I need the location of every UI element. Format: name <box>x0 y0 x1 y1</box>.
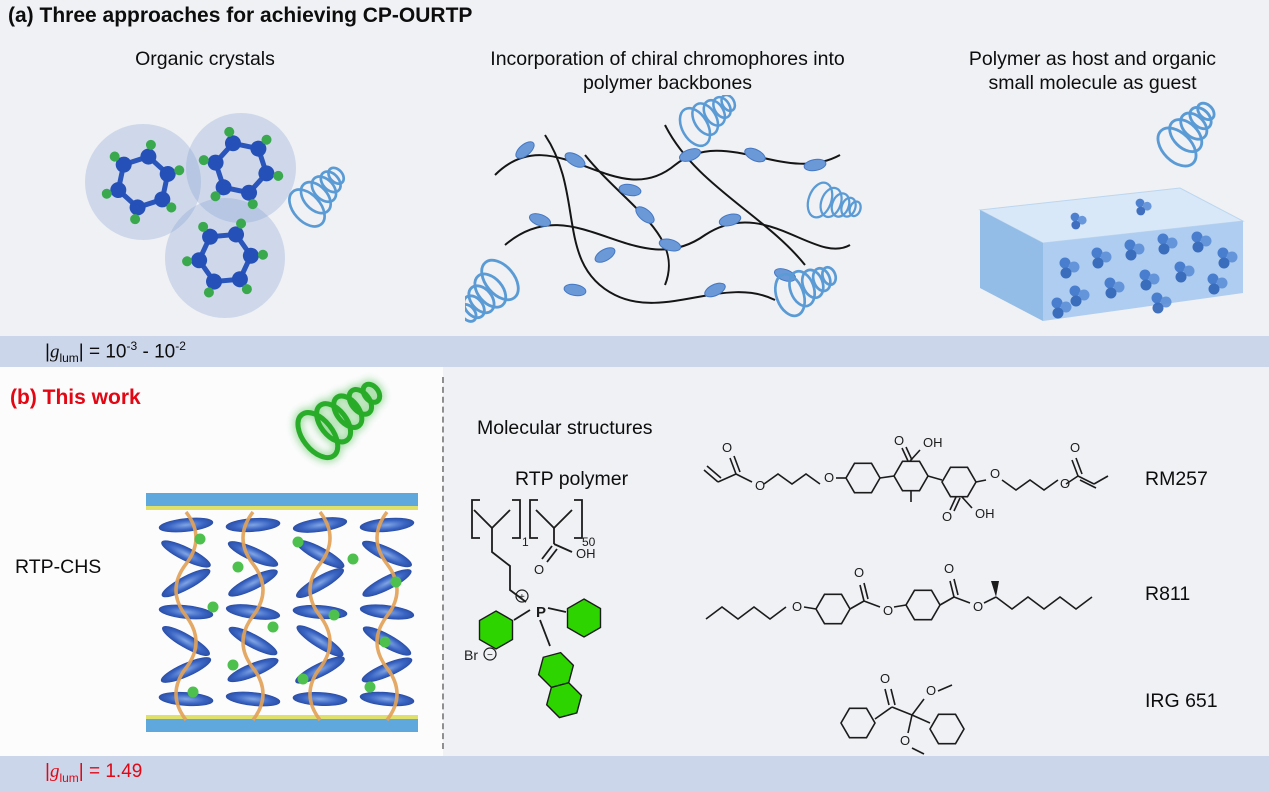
cell-substrates <box>146 493 418 732</box>
panel-a-title: (a) Three approaches for achieving CP-OU… <box>8 4 473 27</box>
OH-label: OH <box>923 436 943 450</box>
structures-heading: Molecular structures <box>477 417 653 439</box>
cholesteric-cell-illustration <box>146 493 418 732</box>
organic-crystals-illustration <box>85 90 355 318</box>
glum-band-b: |glum| = 1.49 <box>0 756 1269 792</box>
panel-b-heading: (b) This work <box>10 386 141 409</box>
molecule-label-irg651: IRG 651 <box>1145 690 1218 712</box>
rtp-dopant-dots <box>187 533 402 698</box>
polymer-chains <box>494 124 851 304</box>
cp-helix-icon <box>1149 95 1232 175</box>
r811-structure: O O O O O <box>705 561 1093 625</box>
O-label: O <box>854 565 864 580</box>
polymer-skeleton <box>471 499 583 647</box>
benzene-ring <box>905 589 941 621</box>
green-emission-illustration <box>293 379 385 463</box>
host-box <box>978 187 1245 321</box>
panel-divider <box>442 377 444 749</box>
phenyl-green-icon <box>478 610 514 650</box>
rm257-structure: O O O O OH O OH O O O <box>703 436 1109 524</box>
benzene-ring <box>845 462 881 494</box>
plus-sign: + <box>519 592 525 603</box>
chiral-methyl-wedge <box>991 581 999 597</box>
caption-organic-crystals: Organic crystals <box>135 48 275 70</box>
plus-charge-icon <box>515 589 529 603</box>
minus-sign: − <box>487 650 493 661</box>
O-label: O <box>883 603 893 618</box>
phosphorus-label: P <box>536 604 546 621</box>
molecule-label-rm257: RM257 <box>1145 468 1208 490</box>
bromide-label: Br <box>464 647 478 663</box>
repeat-unit-1-count: 1 <box>522 535 529 549</box>
O-label: O <box>792 599 802 614</box>
phenyl-green-icon <box>566 598 602 638</box>
polymer-backbone-illustration <box>465 95 865 333</box>
caption-host-guest: Polymer as host and organic small molecu… <box>968 48 1217 94</box>
O-label: O <box>880 671 890 686</box>
crystal-halo <box>165 198 285 318</box>
benzene-ring <box>941 466 977 498</box>
repeat-unit-50-count: 50 <box>582 535 596 549</box>
minus-charge-icon <box>483 647 497 661</box>
irg651-structure: O O O <box>840 671 965 755</box>
O-label: O <box>944 561 954 576</box>
O-label: O <box>894 436 904 448</box>
O-label: O <box>926 683 936 698</box>
benzene-ring <box>840 707 876 739</box>
naphthyl-green-icon <box>533 649 587 721</box>
glum-value-b: |glum| = 1.49 <box>45 761 143 785</box>
sample-label: RTP-CHS <box>15 556 102 578</box>
molecule-label-r811: R811 <box>1145 583 1191 605</box>
O-label: O <box>942 509 952 524</box>
cp-helix-icon <box>672 95 747 153</box>
caption-chiral-chromophores: Incorporation of chiral chromophores int… <box>490 48 845 94</box>
r811-skeleton <box>705 578 1093 620</box>
cp-helix-icon <box>802 178 865 233</box>
rtp-polymer-structure: 1 50 O OH P + Br − <box>464 499 602 721</box>
carbonyl-O-label: O <box>534 562 544 577</box>
green-helix-icon <box>293 379 385 463</box>
O-label: O <box>722 440 732 455</box>
O-label: O <box>824 470 834 485</box>
O-label: O <box>900 733 910 748</box>
OH-label: OH <box>975 506 995 521</box>
host-guest-illustration <box>978 95 1245 321</box>
helix-axes <box>174 510 399 722</box>
cp-helix-icon <box>768 256 846 322</box>
rm257-skeleton <box>703 446 1109 512</box>
hydroxyl-OH-label: OH <box>576 546 596 561</box>
O-label: O <box>990 466 1000 481</box>
benzene-ring <box>929 713 965 745</box>
O-label: O <box>1060 476 1070 491</box>
cp-helix-icon <box>465 251 527 333</box>
glum-band-a: |glum| = 10-3 - 10-2 <box>0 336 1269 367</box>
glum-value-a: |glum| = 10-3 - 10-2 <box>45 339 186 366</box>
rtp-polymer-heading: RTP polymer <box>515 468 629 490</box>
O-label: O <box>755 478 765 493</box>
benzene-ring <box>815 593 851 625</box>
O-label: O <box>1070 440 1080 455</box>
benzene-ring <box>893 460 929 492</box>
O-label: O <box>973 599 983 614</box>
irg651-skeleton <box>874 684 953 755</box>
